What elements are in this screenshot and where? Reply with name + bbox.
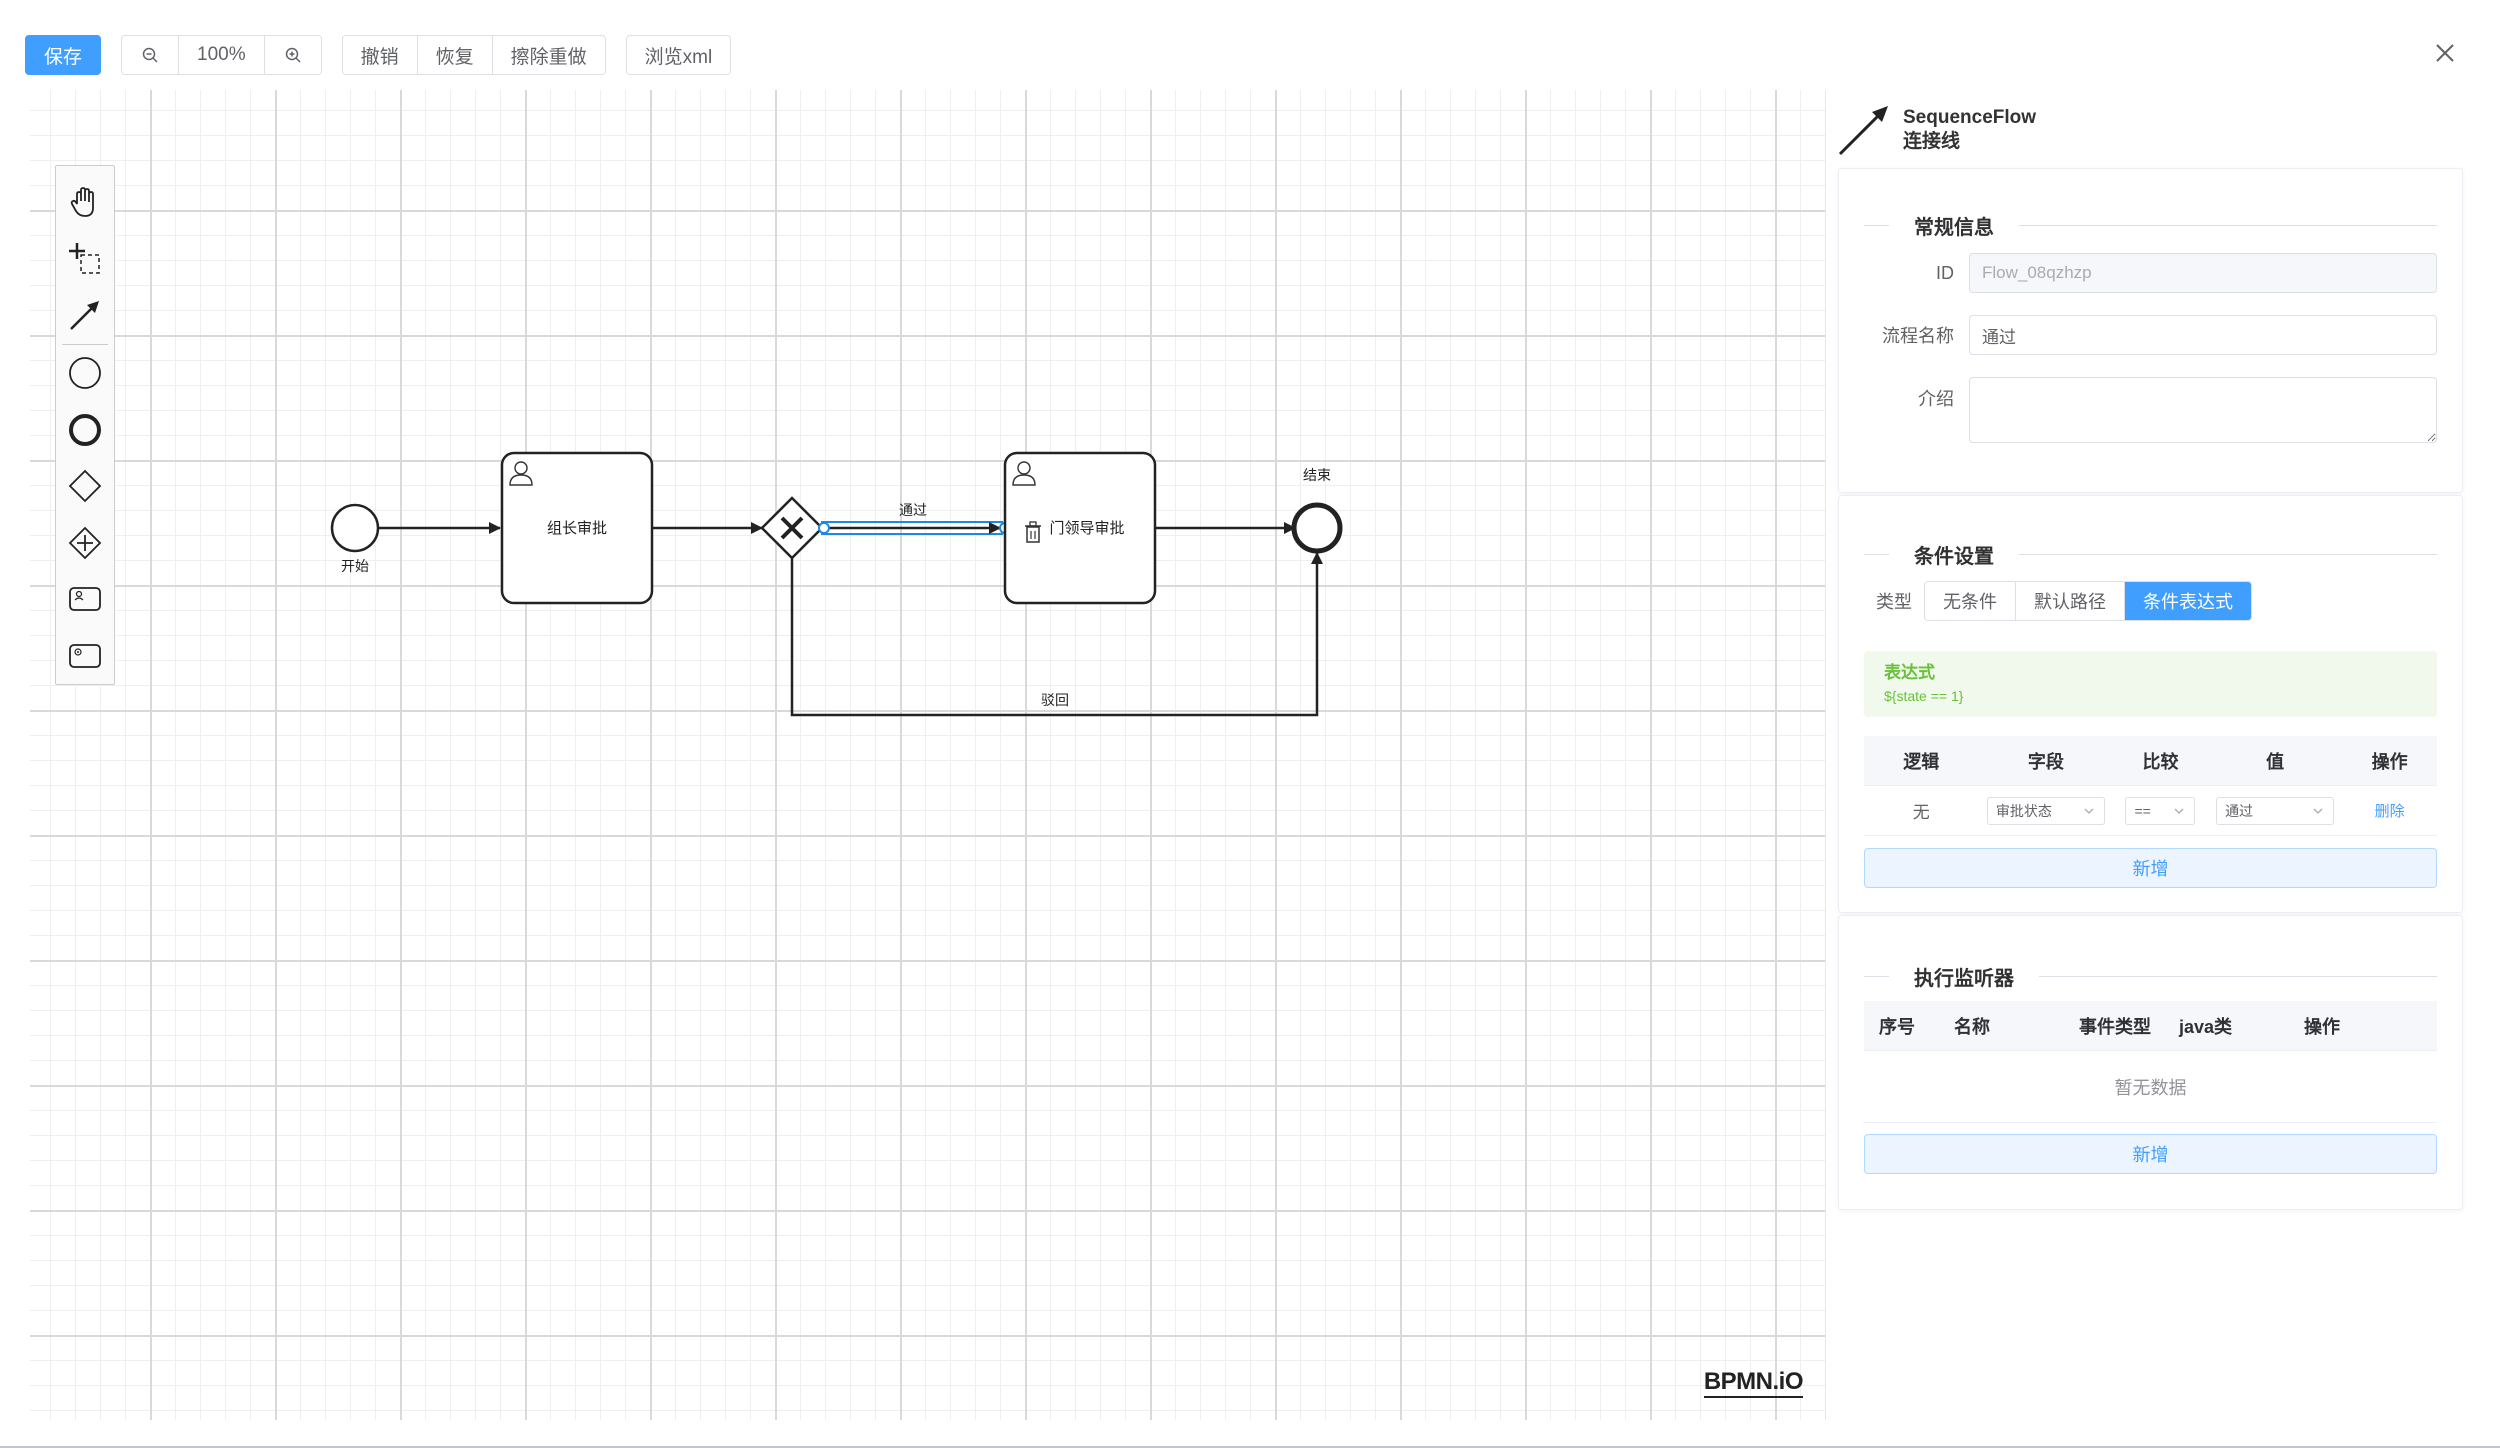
flow-handle-start[interactable] [819, 523, 829, 533]
expression-box: 表达式 ${state == 1} [1864, 651, 2437, 717]
element-name: 连接线 [1903, 130, 2036, 154]
condition-title: 条件设置 [1914, 540, 1994, 569]
flow-reject-label: 驳回 [1041, 692, 1069, 708]
chevron-down-icon [2172, 804, 2186, 818]
clear-button[interactable]: 擦除重做 [493, 36, 605, 74]
task1-label: 组长审批 [547, 520, 607, 537]
flow-pass-label: 通过 [899, 502, 927, 518]
xml-group: 浏览xml [626, 35, 732, 75]
properties-panel: SequenceFlow 连接线 常规信息 ID 流程名称 介绍 条件设置 类型… [1825, 90, 2475, 1420]
type-no-condition[interactable]: 无条件 [1925, 582, 2016, 620]
redo-button[interactable]: 恢复 [418, 36, 493, 74]
compare-select[interactable]: == [2125, 797, 2195, 825]
service-task-icon [65, 636, 105, 676]
arrow-icon [65, 295, 105, 335]
parallel-gateway-icon [65, 523, 105, 563]
chevron-down-icon [2082, 804, 2096, 818]
delete-row-link[interactable]: 删除 [2375, 800, 2405, 821]
zoom-in-icon [283, 45, 303, 65]
diagram-svg: 开始 组长审批 通过 [30, 90, 1825, 1420]
condition-card: 条件设置 类型 无条件 默认路径 条件表达式 表达式 ${state == 1}… [1838, 495, 2463, 913]
undo-button[interactable]: 撤销 [343, 36, 418, 74]
user-task-tool[interactable] [62, 571, 108, 628]
parallel-gateway-tool[interactable] [62, 514, 108, 571]
lasso-tool[interactable] [62, 231, 108, 288]
condition-type-label: 类型 [1864, 588, 1924, 614]
close-icon[interactable] [2430, 38, 2460, 68]
user-task-tool-icon [65, 579, 105, 619]
general-title: 常规信息 [1914, 211, 1994, 240]
bpmn-io-logo[interactable]: BPMN.iO [1704, 1368, 1803, 1398]
expression-title: 表达式 [1884, 661, 2417, 685]
id-input [1969, 253, 2437, 293]
hand-tool[interactable] [62, 174, 108, 231]
type-default-path[interactable]: 默认路径 [2016, 582, 2125, 620]
start-event-label: 开始 [341, 558, 369, 574]
task2-label: 门领导审批 [1049, 520, 1124, 537]
toolbar: 保存 100% 撤销 恢复 擦除重做 浏览xml [25, 35, 731, 75]
view-xml-button[interactable]: 浏览xml [627, 36, 731, 74]
element-type: SequenceFlow [1903, 106, 2036, 130]
save-button[interactable]: 保存 [25, 35, 101, 75]
zoom-out-icon [140, 45, 160, 65]
end-event-tool[interactable] [62, 401, 108, 458]
listener-table: 序号 名称 事件类型 java类 操作 暂无数据 [1864, 1001, 2437, 1123]
end-event-label: 结束 [1303, 467, 1331, 483]
service-task-tool[interactable] [62, 628, 108, 685]
condition-type-group: 无条件 默认路径 条件表达式 [1924, 581, 2252, 621]
flow-name-label: 流程名称 [1839, 322, 1969, 348]
zoom-in-button[interactable] [265, 36, 321, 74]
end-event[interactable] [1294, 505, 1340, 551]
panel-header: SequenceFlow 连接线 [1826, 90, 2475, 170]
chevron-down-icon [2311, 804, 2325, 818]
tool-palette [55, 165, 115, 685]
history-group: 撤销 恢复 擦除重做 [342, 35, 606, 75]
lasso-icon [65, 239, 105, 279]
id-label: ID [1839, 263, 1969, 284]
listener-title: 执行监听器 [1914, 962, 2014, 991]
listener-card: 执行监听器 序号 名称 事件类型 java类 操作 暂无数据 新增 [1838, 915, 2463, 1210]
gateway-icon [65, 466, 105, 506]
zoom-out-button[interactable] [122, 36, 179, 74]
type-expression[interactable]: 条件表达式 [2125, 582, 2251, 620]
description-textarea[interactable] [1969, 377, 2437, 443]
listener-empty: 暂无数据 [1864, 1051, 2437, 1123]
zoom-group: 100% [121, 35, 322, 75]
start-event-icon [65, 353, 105, 393]
add-condition-button[interactable]: 新增 [1864, 848, 2437, 888]
logic-cell: 无 [1864, 798, 1979, 823]
general-card: 常规信息 ID 流程名称 介绍 [1838, 168, 2463, 493]
hand-icon [65, 182, 105, 222]
gateway-tool[interactable] [62, 458, 108, 515]
value-select[interactable]: 通过 [2216, 797, 2334, 825]
field-select[interactable]: 审批状态 [1987, 797, 2105, 825]
zoom-level[interactable]: 100% [179, 36, 265, 74]
flow-name-input[interactable] [1969, 315, 2437, 355]
end-event-icon [65, 410, 105, 450]
connect-tool[interactable] [62, 287, 108, 344]
description-label: 介绍 [1839, 377, 1969, 411]
condition-table: 逻辑 字段 比较 值 操作 无 审批状态 == [1864, 736, 2437, 836]
expression-value: ${state == 1} [1884, 685, 2417, 707]
table-row: 无 审批状态 == 通过 [1864, 786, 2437, 836]
start-event[interactable] [332, 505, 378, 551]
add-listener-button[interactable]: 新增 [1864, 1134, 2437, 1174]
start-event-tool[interactable] [62, 345, 108, 402]
bpmn-canvas[interactable]: 开始 组长审批 通过 [30, 90, 1825, 1420]
sequence-flow-icon [1836, 103, 1891, 158]
